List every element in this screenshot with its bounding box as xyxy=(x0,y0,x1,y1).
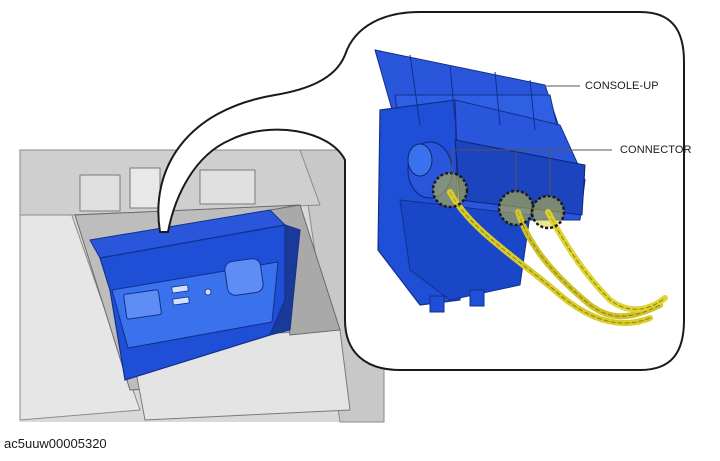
console-bracket-left xyxy=(79,174,121,212)
console-port-socket xyxy=(123,289,162,320)
console-aux-jack xyxy=(204,288,212,296)
zoom-socket-opening xyxy=(407,143,433,177)
zoom-rib-1 xyxy=(409,54,421,126)
wiring-harness xyxy=(447,189,668,327)
zoom-mount-tab-1 xyxy=(429,295,445,313)
harness-wire-1-shade xyxy=(449,191,651,324)
zoomed-console-up xyxy=(374,49,586,313)
console-usb-port-1 xyxy=(171,284,189,294)
console-power-outlet xyxy=(224,258,264,296)
zoom-rib-2 xyxy=(449,64,456,121)
console-bracket-mid xyxy=(129,167,161,209)
connector-circle-1 xyxy=(431,171,469,209)
console-usb-port-2 xyxy=(172,296,190,306)
connector-circle-3 xyxy=(530,194,566,230)
harness-wire-2-shade xyxy=(517,211,661,317)
connector-circle-2 xyxy=(497,189,535,227)
zoom-mount-tab-2 xyxy=(469,289,485,307)
console-up-side-wall xyxy=(269,224,301,336)
zoom-rib-3 xyxy=(494,71,501,126)
zoom-rib-4 xyxy=(529,79,536,131)
harness-wire-3-shade xyxy=(547,211,666,310)
label-console-up: CONSOLE-UP xyxy=(585,80,659,92)
label-connector: CONNECTOR xyxy=(620,144,692,156)
console-bracket-right xyxy=(199,169,256,205)
connector-highlights xyxy=(431,171,566,230)
console-overview xyxy=(19,149,385,423)
figure-id: ac5uuw00005320 xyxy=(4,436,107,451)
leader-lines xyxy=(451,85,612,196)
